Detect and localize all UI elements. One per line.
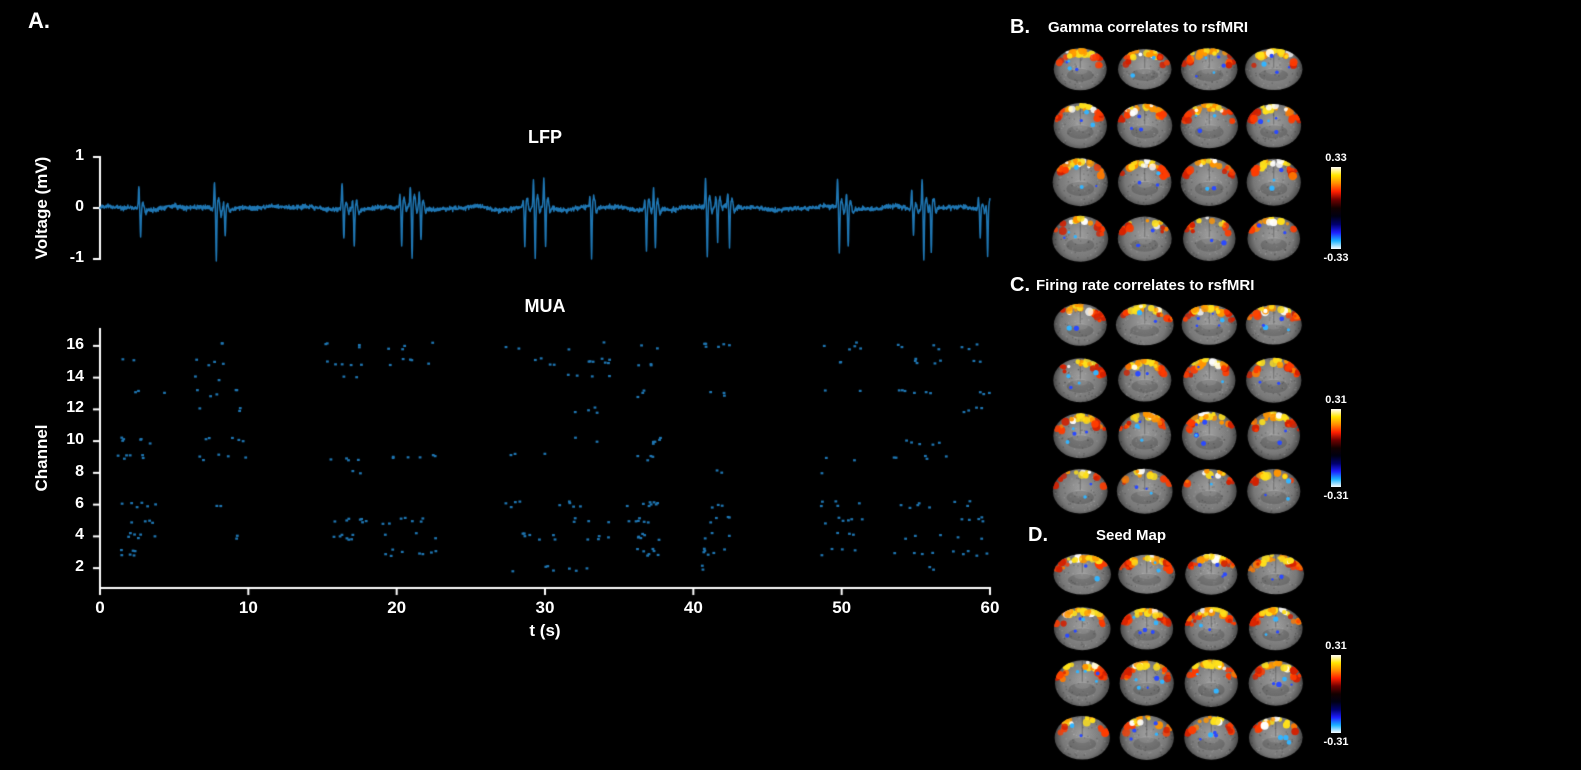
panel-b-label: B. <box>1010 16 1030 38</box>
mua-xtick-label: 60 <box>980 598 1000 617</box>
mua-xtick-label: 40 <box>683 598 703 617</box>
panel-d-colorbar-min: -0.31 <box>1323 736 1349 748</box>
panel-b-colorbar-max: 0.33 <box>1325 152 1347 164</box>
panel-c-colorbar-max: 0.31 <box>1325 394 1347 406</box>
panel-c-colorbar-min: -0.31 <box>1323 490 1349 502</box>
mua-xtick-label: 50 <box>832 598 852 617</box>
lfp-ytick-label: 0 <box>75 198 84 215</box>
panel-d-title: Seed Map <box>1095 527 1167 544</box>
panel-c-brain-maps <box>1048 296 1306 518</box>
panel-d-brain-maps <box>1050 546 1308 764</box>
mua-ytick-label: 2 <box>75 558 84 576</box>
panel-d-label: D. <box>1028 524 1048 546</box>
x-axis-label: t (s) <box>529 621 561 640</box>
mua-ytick-label: 10 <box>66 431 84 449</box>
mua-ytick-label: 12 <box>66 399 84 417</box>
panel-b-colorbar-min: -0.33 <box>1323 252 1349 264</box>
mua-xtick-label: 20 <box>387 598 407 617</box>
lfp-ytick-label: -1 <box>69 249 84 266</box>
mua-raster-chart <box>88 322 1000 600</box>
panel-d-colorbar-max: 0.31 <box>1325 640 1347 652</box>
mua-title: MUA <box>524 296 566 316</box>
mua-xtick-label: 0 <box>95 598 105 617</box>
panel-d-colorbar <box>1331 655 1341 733</box>
mua-ytick-label: 6 <box>75 494 84 512</box>
panel-b-brain-maps <box>1048 40 1306 266</box>
panel-c-label: C. <box>1010 274 1030 296</box>
panel-c-title: Firing rate correlates to rsfMRI <box>1036 277 1255 294</box>
panel-c-colorbar <box>1331 409 1341 487</box>
mua-xtick-label: 30 <box>535 598 555 617</box>
mua-ytick-label: 14 <box>66 367 84 385</box>
panel-a-label: A. <box>28 8 50 33</box>
panel-b-title: Gamma correlates to rsfMRI <box>1048 19 1249 36</box>
mua-ytick-label: 16 <box>66 335 84 353</box>
panel-b-colorbar <box>1331 167 1341 249</box>
lfp-ytick-label: 1 <box>75 147 84 164</box>
mua-ytick-label: 8 <box>75 462 84 480</box>
mua-xtick-label: 10 <box>238 598 258 617</box>
lfp-chart <box>88 140 1000 270</box>
mua-ytick-label: 4 <box>75 526 84 544</box>
